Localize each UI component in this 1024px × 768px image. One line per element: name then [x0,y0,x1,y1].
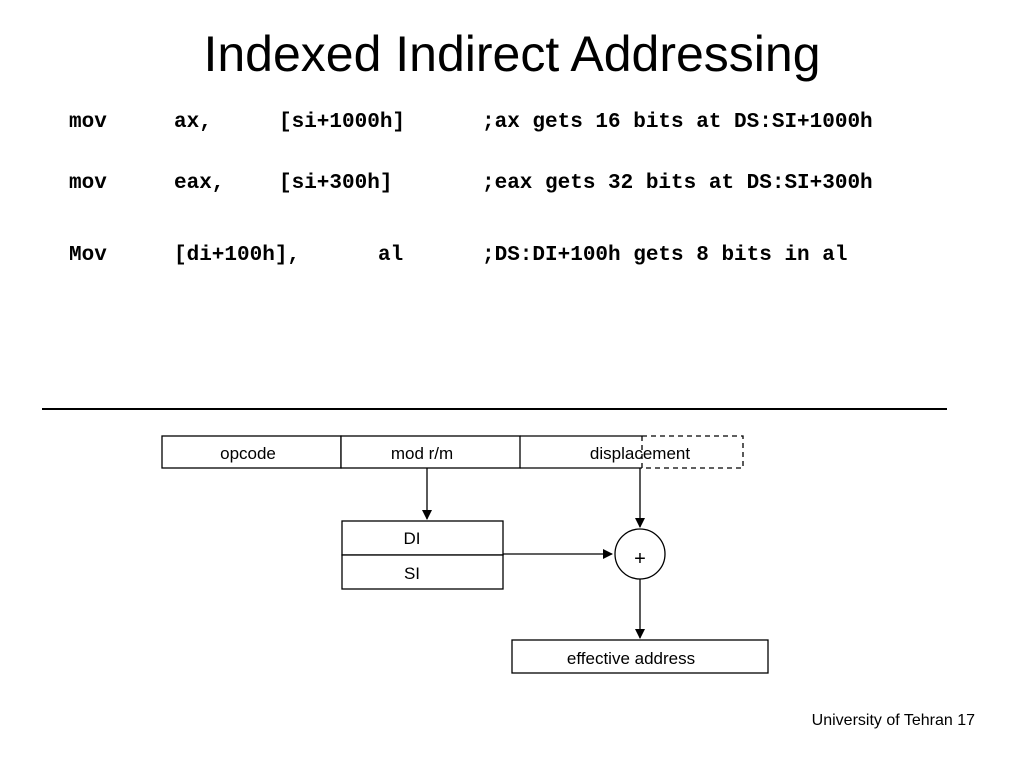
code-opcode: Mov [69,244,107,267]
code-opcode: mov [69,111,107,134]
code-comment: ;DS:DI+100h gets 8 bits in al [482,244,848,267]
displacement-field-box [520,435,642,469]
code-line-mov-ax: mov ax, [si+1000h] ;ax gets 16 bits at D… [0,108,1024,138]
slide-title: Indexed Indirect Addressing [203,26,821,82]
code-operand-2: al [378,244,404,267]
code-opcode: mov [69,172,107,195]
adder-plus-symbol: + [634,548,646,570]
register-si-box [341,554,504,590]
opcode-field-label: opcode [220,444,276,463]
code-line-mov-eax: mov eax, [si+300h] ;eax gets 32 bits at … [0,169,1024,199]
code-operand-1: ax, [174,111,212,134]
code-operand-1: eax, [174,172,225,195]
register-si-label: SI [404,564,420,583]
modrm-field-box [340,435,521,469]
opcode-field-box [161,435,342,469]
code-line-mov-di: Mov [di+100h], al ;DS:DI+100h gets 8 bit… [0,241,1024,271]
register-di-label: DI [404,529,421,548]
code-operand-1: [di+100h], [174,244,301,267]
displacement-optional-extension [642,435,744,469]
horizontal-divider [42,408,947,410]
code-comment: ;ax gets 16 bits at DS:SI+1000h [482,111,873,134]
code-operand-2: [si+1000h] [279,111,406,134]
code-comment: ;eax gets 32 bits at DS:SI+300h [482,172,873,195]
register-di-box [341,520,504,556]
effective-address-box [511,639,769,674]
code-operand-2: [si+300h] [279,172,393,195]
slide-footer: University of Tehran 17 [811,712,975,729]
modrm-field-label: mod r/m [391,444,453,463]
displacement-field-label: displacement [590,444,690,463]
effective-address-label: effective address [567,649,695,668]
